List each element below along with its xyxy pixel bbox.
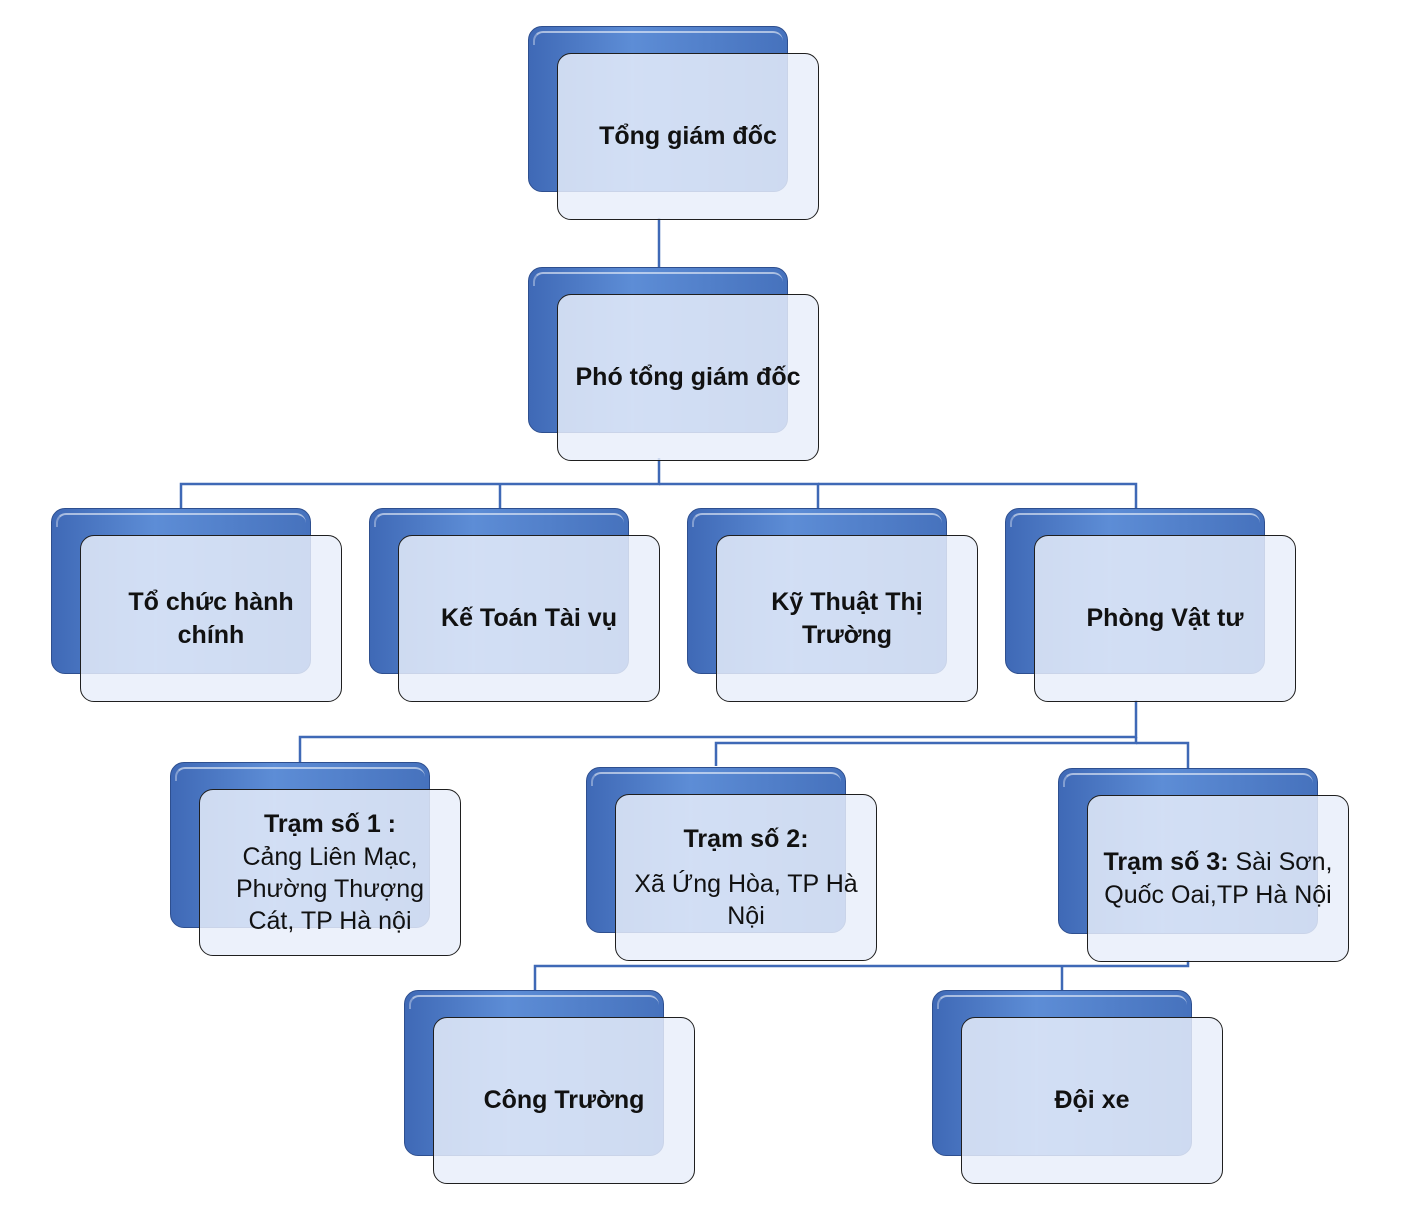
station-3-title: Trạm số 3: xyxy=(1103,847,1229,876)
node-front: Công Trường xyxy=(433,1017,695,1184)
node-front: Tổng giám đốc xyxy=(557,53,819,220)
department-label: Tổ chức hành chính xyxy=(128,587,294,649)
station-1-text: Trạm số 1 : Cảng Liên Mạc, Phường Thượng… xyxy=(214,808,446,937)
station-1-address: Cảng Liên Mạc, Phường Thượng Cát, TP Hà … xyxy=(235,843,425,935)
station-3-address: Sài Sơn, Quốc Oai,TP Hà Nội xyxy=(1104,847,1333,909)
node-front: Phó tổng giám đốc xyxy=(557,294,819,461)
connector-stations-to-site xyxy=(533,960,1190,990)
node-front: Trạm số 1 : Cảng Liên Mạc, Phường Thượng… xyxy=(199,789,461,956)
station-3-text: Trạm số 3: Sài Sơn, Quốc Oai,TP Hà Nội xyxy=(1098,846,1338,912)
station-1-title: Trạm số 1 : xyxy=(264,810,396,838)
node-front: Kế Toán Tài vụ xyxy=(398,535,660,702)
node-front: Tổ chức hành chính xyxy=(80,535,342,702)
department-label: Kế Toán Tài vụ xyxy=(441,604,617,632)
node-front: Đội xe xyxy=(961,1017,1223,1184)
node-front: Trạm số 2: Xã Ứng Hòa, TP Hà Nội xyxy=(615,794,877,961)
node-front: Trạm số 3: Sài Sơn, Quốc Oai,TP Hà Nội xyxy=(1087,795,1349,962)
connector-to-ky-thuat xyxy=(659,482,820,508)
deputy-label: Phó tổng giám đốc xyxy=(575,363,801,391)
connector-to-phong-vat-tu xyxy=(818,482,1138,508)
site-label: Công Trường xyxy=(483,1086,645,1114)
connector-to-station3 xyxy=(1136,741,1190,768)
node-front: Phòng Vật tư xyxy=(1034,535,1296,702)
ceo-label: Tổng giám đốc xyxy=(599,122,777,150)
station-2-text: Trạm số 2: Xã Ứng Hòa, TP Hà Nội xyxy=(630,823,862,932)
connector-deputy-departments xyxy=(179,458,661,508)
station-2-address: Xã Ứng Hòa, TP Hà Nội xyxy=(634,870,858,930)
connector-vattu-stations xyxy=(298,700,1138,762)
station-2-title: Trạm số 2: xyxy=(683,825,809,853)
node-front: Kỹ Thuật Thị Trường xyxy=(716,535,978,702)
department-label: Kỹ Thuật Thị Trường xyxy=(771,587,923,649)
connector-to-station2 xyxy=(714,737,1138,766)
department-label: Phòng Vật tư xyxy=(1086,604,1244,632)
fleet-label: Đội xe xyxy=(1054,1086,1130,1114)
